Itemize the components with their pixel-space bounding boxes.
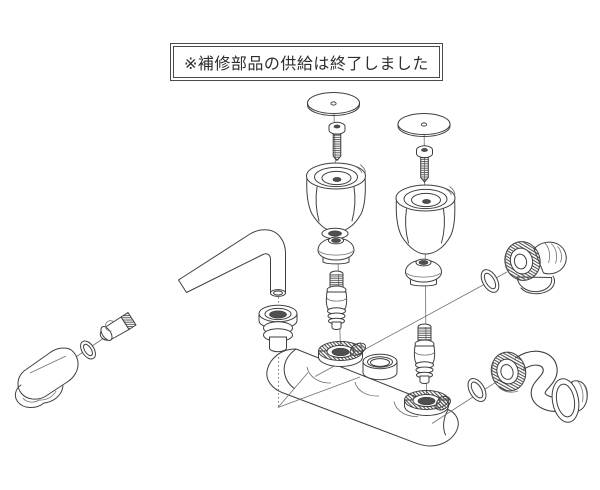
spout-outlet-lip bbox=[14, 384, 64, 408]
notice-text: ※補修部品の供給は終了しました bbox=[173, 46, 440, 78]
right-cap-nut bbox=[405, 258, 442, 287]
center-port bbox=[362, 353, 398, 381]
wall-flange bbox=[551, 378, 580, 423]
bottom-crank-leader bbox=[431, 379, 501, 424]
left-valve-socket bbox=[318, 341, 366, 367]
spout-o-ring bbox=[80, 340, 96, 360]
bottom-crank-pipe bbox=[490, 350, 588, 423]
top-crank-assembly bbox=[480, 241, 567, 295]
top-crank-elbow bbox=[504, 241, 567, 295]
bottom-crank-assembly bbox=[467, 350, 588, 423]
spout-port-leader bbox=[277, 372, 361, 408]
right-cap-disc bbox=[397, 113, 451, 137]
left-cap-disc bbox=[307, 92, 360, 116]
body-right-end-contour bbox=[443, 409, 449, 436]
right-handle-screw bbox=[416, 145, 433, 183]
body-left-end-contour bbox=[283, 349, 296, 389]
right-valve-socket bbox=[404, 390, 451, 416]
left-cap-nut bbox=[317, 236, 355, 265]
top-crank-o-ring bbox=[480, 269, 500, 293]
left-valve-cartridge bbox=[325, 270, 348, 330]
right-handle-knob bbox=[395, 184, 456, 255]
notice-box: ※補修部品の供給は終了しました bbox=[170, 43, 443, 81]
right-valve-cartridge bbox=[413, 323, 436, 384]
left-handle-assembly bbox=[306, 92, 366, 330]
bottom-crank-o-ring bbox=[467, 377, 487, 403]
left-handle-screw bbox=[328, 121, 346, 161]
spout-pipe bbox=[99, 229, 286, 341]
spout-assembly bbox=[14, 229, 298, 408]
left-handle-knob bbox=[306, 162, 366, 233]
left-packing-washer bbox=[321, 227, 349, 240]
spout-head bbox=[14, 347, 79, 408]
top-crank-thread-end bbox=[533, 241, 567, 275]
spout-socket bbox=[258, 304, 298, 353]
right-handle-assembly bbox=[395, 113, 456, 384]
right-indicator-tab bbox=[435, 395, 451, 411]
faucet-body bbox=[266, 348, 459, 447]
